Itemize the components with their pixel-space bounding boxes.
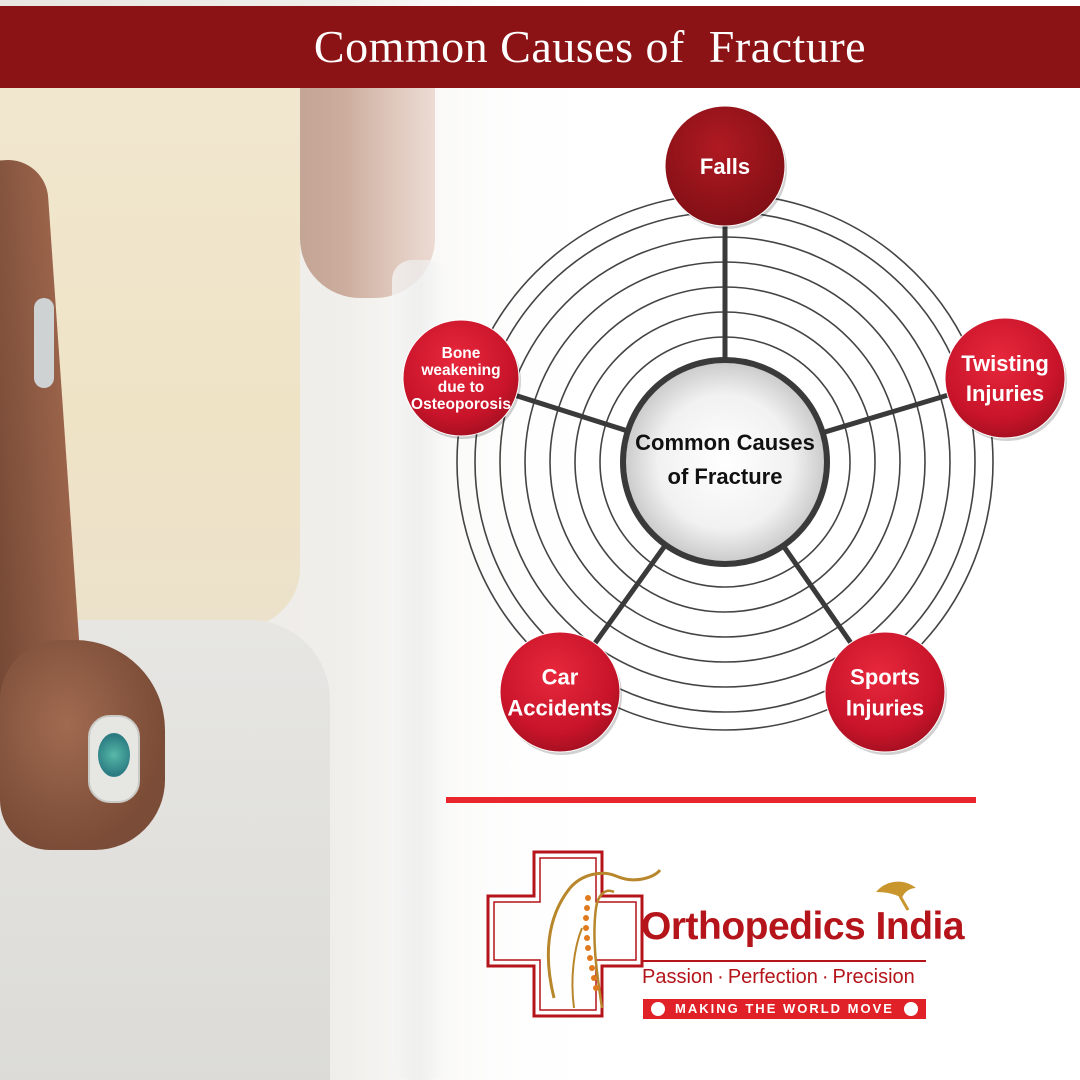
node-label-twisting: Twisting [961, 351, 1049, 376]
node-label-bone: Osteoporosis [411, 396, 511, 413]
motto-left-icon [651, 1002, 665, 1016]
motto-text: MAKING THE WORLD MOVE [675, 1001, 894, 1016]
node-circle-sports [824, 631, 946, 753]
brand-tagline: Passion · Perfection · Precision [642, 966, 915, 988]
node-label-twisting: Injuries [966, 381, 1044, 406]
node-label-bone: Bone [442, 345, 481, 362]
node-circle-car [499, 631, 621, 753]
center-label-line: of Fracture [668, 464, 783, 489]
node-label-bone: due to [438, 379, 485, 396]
node-label-sports: Sports [850, 664, 920, 689]
node-circle-falls [664, 105, 786, 227]
brand-underline [643, 960, 926, 962]
brand-logo-mark [486, 850, 916, 1018]
node-label-sports: Injuries [846, 695, 924, 720]
cause-nodes: FallsTwistingInjuriesSportsInjuriesCarAc… [402, 105, 1067, 755]
page-title: Common Causes of Fracture [313, 21, 867, 72]
node-falls: Falls [664, 105, 787, 229]
node-label-car: Accidents [507, 695, 612, 720]
center-hub-circle [620, 357, 830, 567]
node-label-bone: weakening [420, 362, 500, 379]
motto-banner: MAKING THE WORLD MOVE [643, 999, 926, 1019]
center-hub: Common Causes of Fracture [620, 357, 830, 567]
title-banner: Common Causes of Fracture [0, 6, 1080, 88]
node-label-car: Car [542, 664, 579, 689]
divider-line [446, 797, 976, 803]
brand-name: Orthopedics India [641, 905, 965, 948]
node-circle-twisting [944, 317, 1066, 439]
center-label-line: Common Causes [635, 430, 815, 455]
motto-right-icon [904, 1002, 918, 1016]
node-circle-bone [402, 319, 520, 437]
node-label-falls: Falls [700, 154, 750, 179]
